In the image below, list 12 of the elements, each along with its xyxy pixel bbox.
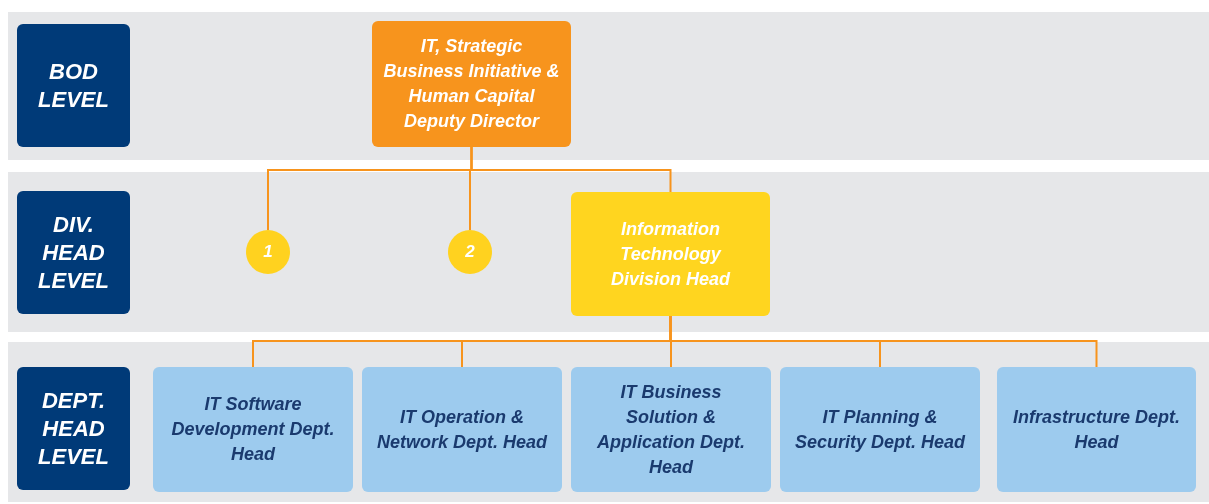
level-label-box: BOD LEVEL xyxy=(17,24,130,147)
department-head-box: IT Software Development Dept. Head xyxy=(153,367,353,492)
department-head-box: IT Planning & Security Dept. Head xyxy=(780,367,980,492)
division-head-box: Information Technology Division Head xyxy=(571,192,770,316)
connector-line xyxy=(470,146,672,193)
connector-line xyxy=(669,315,1098,368)
department-head-box: IT Operation & Network Dept. Head xyxy=(362,367,562,492)
department-head-box: IT Business Solution & Application Dept. Head xyxy=(571,367,771,492)
department-head-box: Infrastructure Dept. Head xyxy=(997,367,1196,492)
director-box: IT, Strategic Business Initiative & Human Capital Deputy Director xyxy=(372,21,571,147)
level-label-box: DIV. HEAD LEVEL xyxy=(17,191,130,314)
level-label-box: DEPT. HEAD LEVEL xyxy=(17,367,130,490)
